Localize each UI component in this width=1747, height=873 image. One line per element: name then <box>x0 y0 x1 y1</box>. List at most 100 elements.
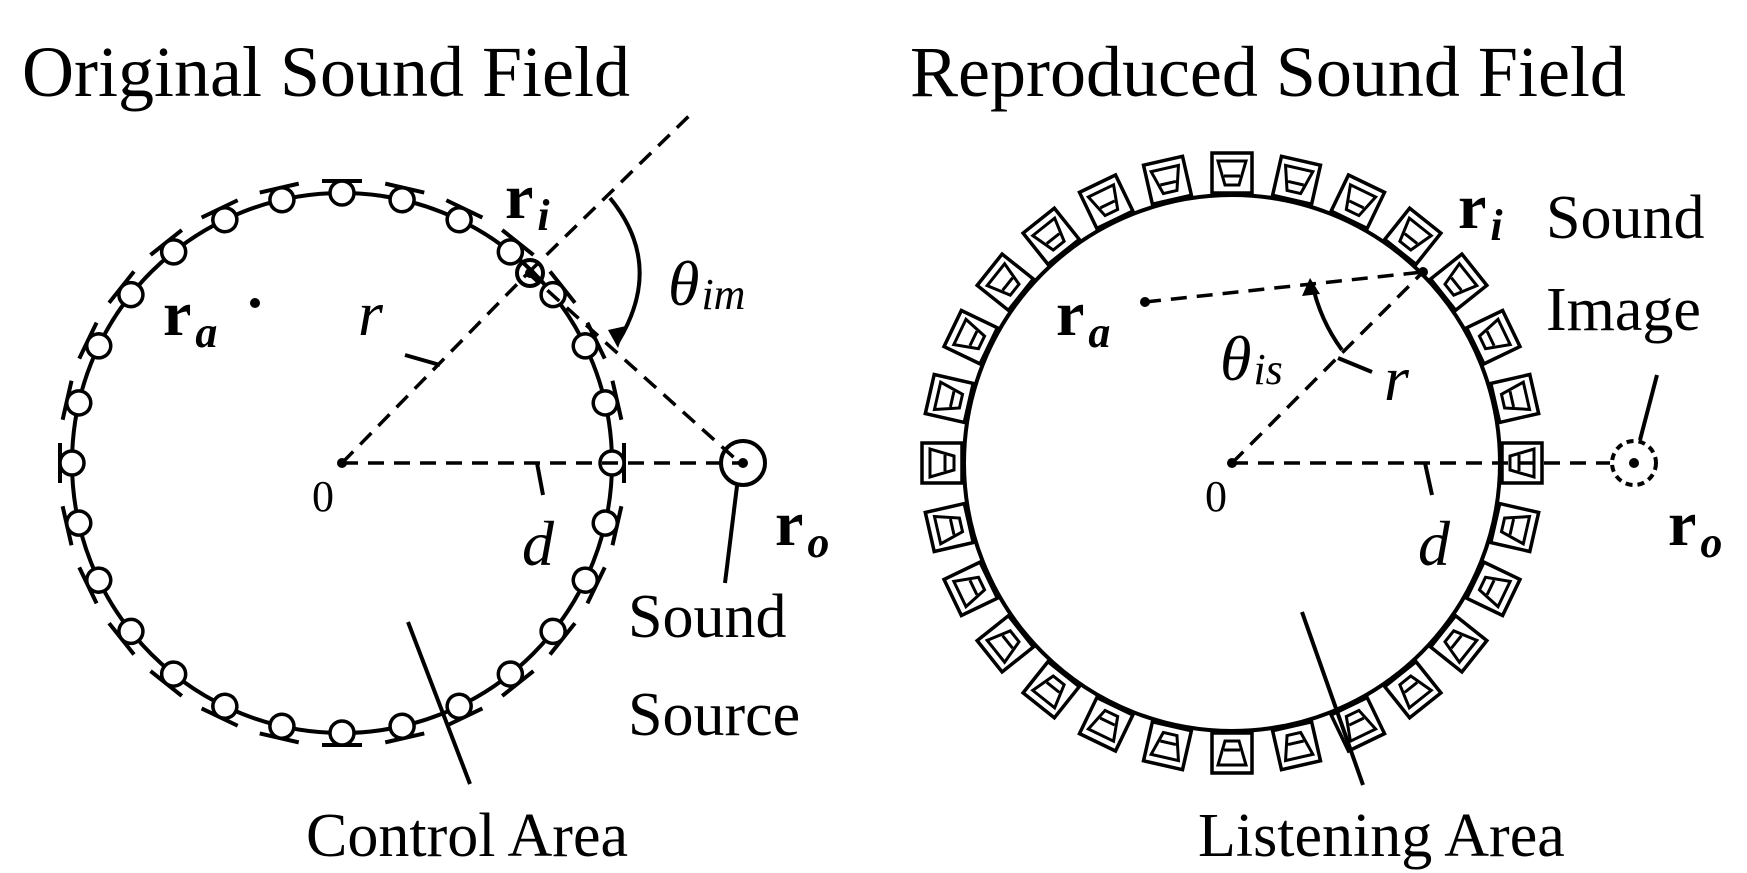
extension-line-left <box>526 110 695 275</box>
r-i-dot-right <box>1418 267 1428 277</box>
loudspeaker <box>1270 719 1323 772</box>
r-i-dot-left <box>525 268 535 278</box>
microphone <box>259 181 300 214</box>
origin-dot-right <box>1227 458 1237 468</box>
origin-label-right: 0 <box>1205 472 1227 521</box>
r-a-label-right: ra <box>1056 278 1110 357</box>
radius-line-left <box>340 271 530 465</box>
control-area-label: Control Area <box>306 802 628 870</box>
loudspeaker <box>1488 372 1541 425</box>
microphone <box>200 692 239 728</box>
microphone <box>591 505 624 546</box>
loudspeaker <box>941 559 1000 618</box>
microphone <box>58 443 86 483</box>
radius-tick-right <box>1337 356 1373 374</box>
image-pointer-right <box>1638 374 1659 441</box>
microphone <box>384 181 425 214</box>
distance-tick-right <box>1423 462 1434 496</box>
microphone <box>322 179 362 207</box>
distance-tick-left <box>535 462 545 496</box>
origin-label-left: 0 <box>312 472 334 521</box>
microphone <box>259 712 300 745</box>
loudspeaker <box>941 308 1000 367</box>
listening-area-pointer <box>1300 611 1365 786</box>
microphone-array <box>58 179 626 747</box>
ra-line-right <box>1144 270 1424 304</box>
microphone <box>149 228 188 266</box>
source-pointer-left <box>723 485 739 584</box>
microphone <box>107 270 145 309</box>
angle-arrow-left <box>608 326 626 348</box>
loudspeaker <box>1020 659 1082 721</box>
angle-arrow-right <box>1302 278 1320 296</box>
right-panel: Reproduced Sound Field 0 ri ra θis r d <box>910 32 1722 870</box>
microphone <box>107 617 145 656</box>
microphone <box>445 198 484 234</box>
microphone <box>445 692 484 728</box>
radius-tick-left <box>404 353 441 367</box>
loudspeaker <box>1141 154 1194 207</box>
r-o-label-right: ro <box>1668 488 1722 567</box>
microphone <box>322 719 362 747</box>
loudspeaker <box>1382 205 1444 267</box>
r-i-label-right: ri <box>1458 171 1503 250</box>
microphone <box>149 660 188 698</box>
angle-arc-left <box>608 196 642 344</box>
angle-label-right: θis <box>1220 323 1283 394</box>
sound-source-dot <box>738 458 748 468</box>
loudspeaker <box>1020 205 1082 267</box>
microphone <box>60 380 93 421</box>
microphone <box>60 505 93 546</box>
loudspeaker <box>1488 501 1541 554</box>
source-label-line1: Sound <box>628 583 786 651</box>
microphone <box>77 321 113 360</box>
loudspeaker <box>923 372 976 425</box>
loudspeaker <box>1328 695 1387 754</box>
loudspeaker <box>923 501 976 554</box>
microphone <box>496 228 535 266</box>
distance-label-left: d <box>522 508 555 579</box>
microphone <box>496 660 535 698</box>
loudspeaker <box>1210 731 1254 775</box>
left-panel: Original Sound Field 0 ri ra r d θim <box>22 32 829 870</box>
loudspeaker <box>920 441 964 485</box>
distance-label-right: d <box>1418 508 1451 579</box>
sound-image-right <box>1610 439 1658 487</box>
radius-label-left: r <box>358 278 384 349</box>
microphone <box>571 321 607 360</box>
source-label-line2: Source <box>628 681 800 749</box>
loudspeaker <box>1464 308 1523 367</box>
sound-source-left <box>719 439 767 487</box>
microphone <box>77 566 113 605</box>
image-label-line2: Image <box>1546 276 1701 344</box>
microphone <box>539 617 577 656</box>
microphone <box>384 712 425 745</box>
radius-line-right <box>1230 270 1425 465</box>
left-title: Original Sound Field <box>22 32 630 112</box>
loudspeaker <box>974 251 1036 313</box>
sound-image-dot <box>1629 458 1639 468</box>
control-area-pointer <box>406 621 472 785</box>
loudspeaker <box>1077 172 1136 231</box>
loudspeaker <box>1141 719 1194 772</box>
microphone <box>200 198 239 234</box>
listening-area-label: Listening Area <box>1198 802 1565 870</box>
loudspeaker <box>1464 559 1523 618</box>
loudspeaker <box>974 613 1036 675</box>
loudspeaker <box>1077 695 1136 754</box>
r-a-dot-right <box>1140 297 1150 307</box>
radius-label-right: r <box>1384 343 1410 414</box>
r-i-marker-left <box>515 258 545 288</box>
r-a-dot-left <box>250 298 260 308</box>
loudspeaker <box>1328 172 1387 231</box>
microphone <box>591 380 624 421</box>
r-a-label-left: ra <box>163 278 217 357</box>
angle-label-left: θim <box>668 248 745 319</box>
loudspeaker <box>1382 659 1444 721</box>
right-title: Reproduced Sound Field <box>910 32 1626 112</box>
microphone <box>571 566 607 605</box>
source-line-left <box>526 271 742 465</box>
r-o-label-left: ro <box>775 488 829 567</box>
loudspeaker <box>1428 613 1490 675</box>
